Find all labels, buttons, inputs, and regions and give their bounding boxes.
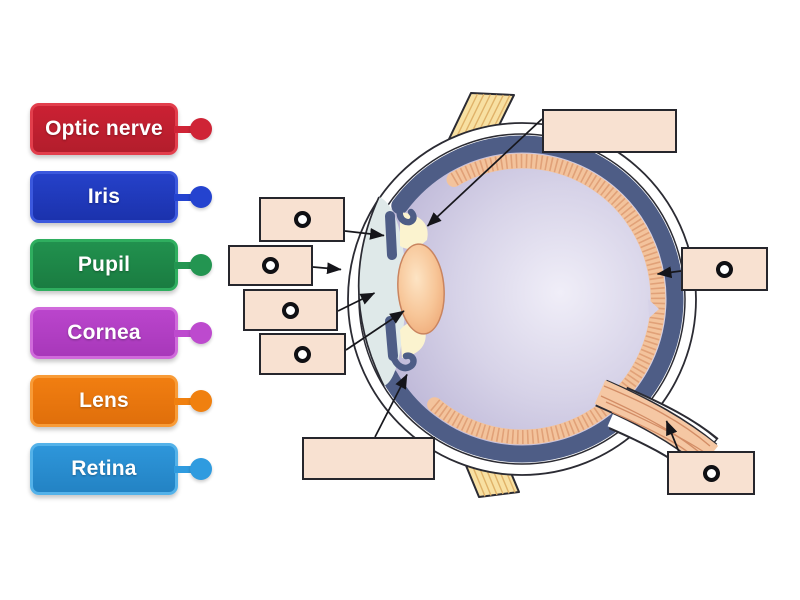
- drop-marker-icon: [282, 301, 299, 319]
- drag-label-cornea[interactable]: Cornea: [30, 307, 212, 359]
- drag-label-text: Optic nerve: [45, 117, 163, 140]
- arrow-left3-to-pupil: [337, 292, 376, 312]
- drag-label-optic-nerve[interactable]: Optic nerve: [30, 103, 212, 155]
- arrow-left2-to-cornea: [312, 262, 342, 275]
- drop-zone-top[interactable]: [542, 109, 677, 153]
- drag-label-text: Cornea: [67, 321, 141, 344]
- arrow-right-to-retina: [656, 266, 682, 279]
- cornea-outline: [357, 196, 385, 387]
- drop-zone-left-3[interactable]: [243, 289, 338, 331]
- label-knob: [190, 322, 212, 344]
- drop-zone-left-1[interactable]: [259, 197, 345, 242]
- drop-marker-icon: [293, 211, 311, 228]
- drop-zone-left-4[interactable]: [259, 333, 346, 375]
- arrow-left4-to-lens: [345, 310, 405, 351]
- drag-label-iris[interactable]: Iris: [30, 171, 212, 223]
- arrow-br-to-optic-nerve: [665, 420, 680, 453]
- vitreous-body: [364, 139, 680, 459]
- drag-label-text: Retina: [71, 457, 137, 480]
- drag-label-pupil[interactable]: Pupil: [30, 239, 212, 291]
- drop-zone-right[interactable]: [681, 247, 768, 291]
- fovea-notch: [648, 299, 659, 318]
- choroid-ring: [381, 135, 684, 463]
- arrow-top-box: [426, 118, 543, 227]
- label-knob: [190, 118, 212, 140]
- label-knob: [190, 186, 212, 208]
- label-stem: [174, 125, 194, 133]
- drag-label-text: Lens: [79, 389, 129, 412]
- drop-zone-left-2[interactable]: [228, 245, 313, 286]
- lens-graphic: [397, 243, 445, 335]
- label-stem: [174, 465, 194, 473]
- drag-label-lens[interactable]: Lens: [30, 375, 212, 427]
- label-stem: [174, 193, 194, 201]
- drag-label-retina[interactable]: Retina: [30, 443, 212, 495]
- label-knob: [190, 390, 212, 412]
- arrow-left1-to-iris: [344, 227, 385, 240]
- drag-label-text: Iris: [87, 185, 121, 208]
- drop-marker-icon: [262, 257, 279, 274]
- iris-graphic: [385, 195, 417, 372]
- arrow-bottom-box: [374, 373, 408, 438]
- drop-zone-bottom-right[interactable]: [667, 451, 755, 495]
- drop-marker-icon: [716, 260, 733, 278]
- label-knob: [190, 254, 212, 276]
- label-stem: [174, 329, 194, 337]
- retina-band: [427, 153, 666, 445]
- label-knob: [190, 458, 212, 480]
- drop-marker-icon: [294, 345, 311, 363]
- drop-marker-icon: [702, 464, 720, 482]
- label-stem: [174, 397, 194, 405]
- label-stem: [174, 261, 194, 269]
- drag-label-text: Pupil: [77, 253, 131, 276]
- drop-zone-bottom[interactable]: [302, 437, 435, 480]
- pointer-arrows: [312, 118, 682, 453]
